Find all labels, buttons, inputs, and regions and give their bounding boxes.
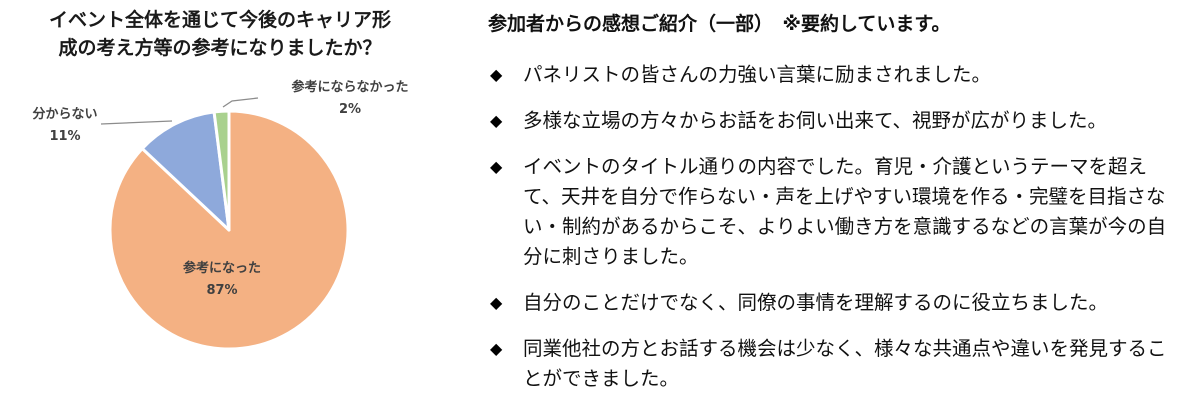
participant-comments-panel: 参加者からの感想ご紹介（一部） ※要約しています。 ◆ パネリストの皆さんの力強…	[488, 0, 1188, 406]
pie-label-category: 分からない	[32, 107, 98, 122]
pie-label-wakaranai: 分からない 11%	[30, 104, 100, 148]
comments-heading: 参加者からの感想ご紹介（一部） ※要約しています。	[488, 13, 951, 35]
comment-item: ◆ 同業他社の方とお話する機会は少なく、様々な共通点や違いを発見することができま…	[488, 334, 1178, 394]
pie-slice	[212, 109, 231, 232]
chart-title-line-1: イベント全体を通じて今後のキャリア形	[48, 9, 391, 31]
pie-chart	[100, 97, 350, 351]
comment-item: ◆ 自分のことだけでなく、同僚の事情を理解するのに役立ちました。	[488, 288, 1178, 318]
leader-line-wakaranai	[100, 120, 173, 125]
comment-text: イベントのタイトル通りの内容でした。育児・介護というテーマを超えて、天井を自分で…	[523, 155, 1167, 268]
pie-label-sankou-ni-natta: 参考になった 87%	[162, 258, 282, 302]
pie-slice	[108, 109, 350, 351]
comment-item: ◆ イベントのタイトル通りの内容でした。育児・介護というテーマを超えて、天井を自…	[488, 152, 1178, 272]
diamond-bullet-icon: ◆	[490, 111, 503, 130]
survey-pie-chart-panel: イベント全体を通じて今後のキャリア形 成の考え方等の参考になりましたか？ 参考に…	[0, 0, 440, 406]
pie-label-sankou-ni-naranakatta: 参考にならなかった 2%	[280, 77, 420, 121]
pie-slices	[108, 109, 350, 351]
pie-label-value: 11%	[49, 129, 81, 144]
comment-text: 自分のことだけでなく、同僚の事情を理解するのに役立ちました。	[523, 291, 1109, 314]
diamond-bullet-icon: ◆	[490, 293, 503, 312]
pie-label-category: 参考にならなかった	[291, 80, 409, 95]
diamond-bullet-icon: ◆	[490, 339, 503, 358]
comment-text: パネリストの皆さんの力強い言葉に励まされました。	[523, 63, 992, 86]
leader-line-naranakatta	[222, 97, 259, 108]
chart-title-line-2: 成の考え方等の参考になりましたか？	[58, 37, 382, 59]
diamond-bullet-icon: ◆	[490, 65, 503, 84]
comment-text: 多様な立場の方々からお話をお伺い出来て、視野が広がりました。	[523, 109, 1108, 132]
chart-title: イベント全体を通じて今後のキャリア形 成の考え方等の参考になりましたか？	[30, 6, 410, 62]
pie-label-value: 2%	[338, 102, 362, 117]
comment-item: ◆ パネリストの皆さんの力強い言葉に励まされました。	[488, 60, 1178, 90]
diamond-bullet-icon: ◆	[490, 157, 503, 176]
pie-slice	[140, 110, 231, 232]
comment-item: ◆ 多様な立場の方々からお話をお伺い出来て、視野が広がりました。	[488, 106, 1178, 136]
pie-label-value: 87%	[206, 283, 238, 298]
pie-label-category: 参考になった	[182, 261, 261, 276]
comment-text: 同業他社の方とお話する機会は少なく、様々な共通点や違いを発見することができました…	[523, 337, 1167, 390]
